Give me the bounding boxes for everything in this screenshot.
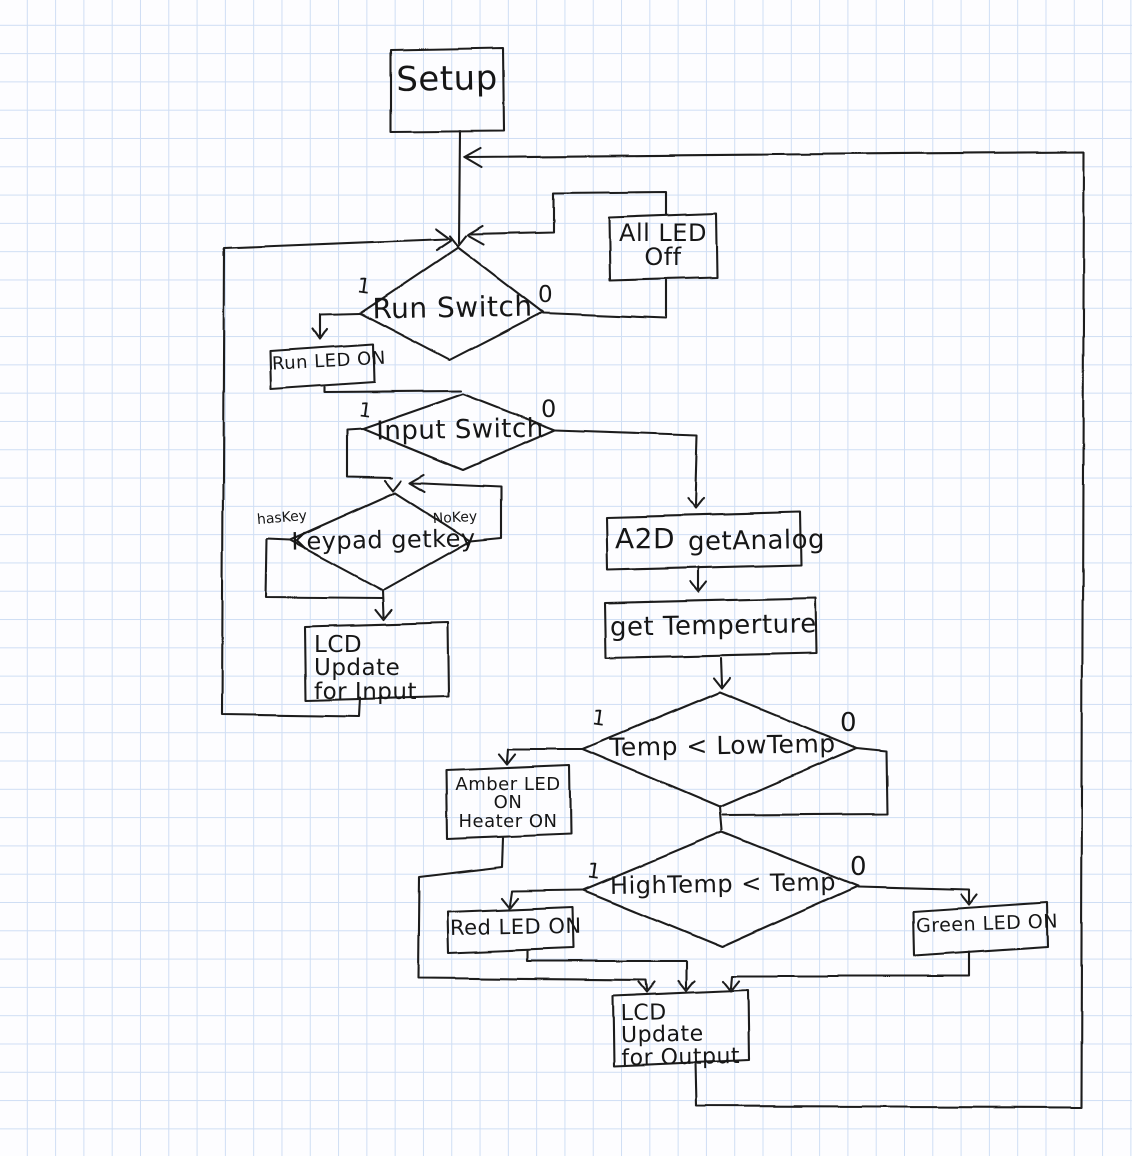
hightemp-temp-diamond xyxy=(581,830,860,949)
connector-amber-to-lcd-output xyxy=(416,836,657,994)
setup-label: Setup xyxy=(395,58,499,100)
keypad-getkey-label: Keypad getkey xyxy=(291,524,476,556)
a2d-getanalog-label: getAnalog xyxy=(687,524,826,558)
a2d-label: A2D xyxy=(615,522,676,555)
temp-lowtemp-diamond xyxy=(581,690,859,809)
input-switch-diamond xyxy=(361,392,557,472)
connector-run-switch-true xyxy=(311,311,362,341)
run-switch-diamond xyxy=(358,245,545,362)
connector-runled-to-input-switch xyxy=(323,385,463,394)
connector-templow-to-hightemp xyxy=(718,805,724,832)
connector-green-to-lcd-output xyxy=(721,950,971,993)
connector-keypad-nokey-loop xyxy=(408,473,503,543)
lcd-update-input-box xyxy=(303,621,451,702)
all-led-off-box xyxy=(607,211,719,282)
amber-heater-label: Amber LED ON Heater ON xyxy=(455,774,561,832)
connector-hightemp-false xyxy=(856,885,979,907)
connector-red-to-lcd-output xyxy=(526,948,697,993)
run-switch-label: Run Switch xyxy=(372,289,533,326)
input-switch-false-label: 0 xyxy=(541,395,557,423)
setup-box xyxy=(389,46,506,134)
connector-input-switch-true xyxy=(345,427,403,493)
connector-hightemp-true xyxy=(500,888,585,910)
lcd-update-output-box xyxy=(611,988,751,1068)
connector-allled-return xyxy=(466,190,668,246)
connector-gettemp-to-templow xyxy=(712,656,732,690)
connector-output-feedback-loop xyxy=(462,146,1086,1109)
connector-keypad-to-lcd-input xyxy=(374,588,394,622)
green-led-on-label: Green LED ON xyxy=(915,910,1059,938)
run-led-on-box xyxy=(268,342,376,391)
connector-templow-false xyxy=(721,746,890,817)
input-switch-label: Input Switch xyxy=(375,413,545,447)
temp-lowtemp-false-label: 0 xyxy=(840,708,857,738)
hightemp-false-label: 0 xyxy=(850,852,867,882)
get-temperture-label: get Temperture xyxy=(609,609,817,643)
connector-setup-to-run-switch xyxy=(448,129,468,248)
hightemp-temp-label: HighTemp < Temp xyxy=(609,868,837,900)
connector-input-feedback-loop xyxy=(220,227,453,718)
keypad-getkey-diamond xyxy=(288,491,472,592)
lcd-update-output-label: LCD Update for Output xyxy=(620,1000,741,1071)
lcd-update-input-label: LCD Update for Input xyxy=(314,632,417,705)
amber-heater-box xyxy=(444,763,573,841)
run-switch-false-label: 0 xyxy=(538,282,553,308)
a2d-getanalog-box xyxy=(605,510,803,572)
red-led-on-label: Red LED ON xyxy=(449,913,582,941)
temp-lowtemp-label: Temp < LowTemp xyxy=(609,729,836,762)
connector-input-switch-false xyxy=(553,428,705,510)
connector-templow-true xyxy=(497,747,585,766)
all-led-off-label: All LED Off xyxy=(619,219,707,272)
green-led-on-box xyxy=(911,901,1050,958)
red-led-on-box xyxy=(445,905,576,955)
connector-run-switch-false-lower xyxy=(541,278,668,320)
keypad-nokey-label: NoKey xyxy=(432,508,478,528)
connector-a2d-to-gettemp xyxy=(689,565,709,594)
get-temperture-box xyxy=(603,596,819,660)
connector-keypad-haskey xyxy=(264,537,385,600)
